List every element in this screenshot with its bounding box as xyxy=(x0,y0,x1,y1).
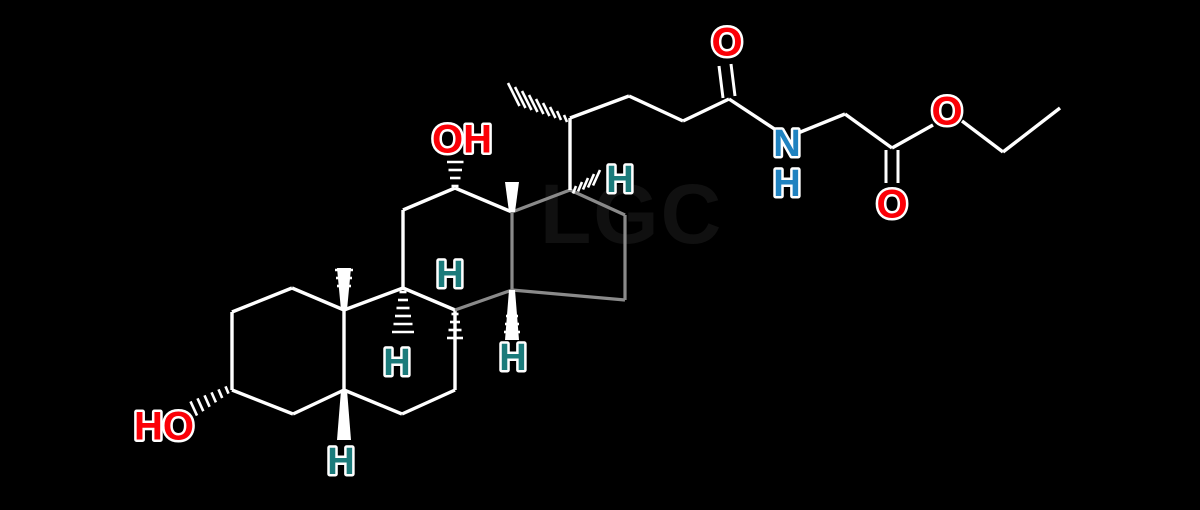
label-stereo-hydrogen-c11: H xyxy=(436,254,463,296)
side-chain xyxy=(568,94,780,190)
bond-ethyl-ch2-ch3 xyxy=(1001,106,1062,154)
ester-carbonyl-double-bond xyxy=(884,150,900,183)
bond-c20-c22 xyxy=(569,94,630,120)
label-3-hydroxy: HO xyxy=(134,405,194,449)
bond-c5-c6 xyxy=(343,388,403,416)
bond-c12-c13 xyxy=(454,186,513,214)
ring-a xyxy=(230,286,346,416)
bond-n-ch2 xyxy=(797,112,846,135)
bond-c17-c16 xyxy=(569,188,626,217)
wedge-c18-methyl xyxy=(505,182,519,212)
carbonyl-line-1 xyxy=(717,65,725,99)
bond-c6-c7 xyxy=(401,388,456,416)
bond-c1-c2 xyxy=(231,286,293,314)
label-stereo-hydrogen-c5: H xyxy=(327,441,354,483)
hash-bond-c8-hydrogen xyxy=(447,312,463,340)
ring-d xyxy=(511,188,627,302)
ring-b xyxy=(343,286,457,416)
glycine-chain xyxy=(797,106,1062,154)
bond-cester-o xyxy=(891,123,934,150)
label-amide-hydrogen: H xyxy=(773,163,800,205)
bond-c23-c24 xyxy=(682,97,730,123)
hash-bond-3-hydroxy xyxy=(189,385,230,417)
bond-c4-c5 xyxy=(292,388,345,416)
ring-c xyxy=(401,186,514,312)
hash-c14-hydrogen xyxy=(504,314,520,334)
bond-ch2-cester xyxy=(844,112,893,150)
bond-c3-c4 xyxy=(231,388,294,416)
bond-c8-c9 xyxy=(402,286,456,312)
label-amide-nitrogen: N xyxy=(773,123,800,165)
label-stereo-hydrogen-c17: H xyxy=(606,159,633,201)
carbonyl-line-2 xyxy=(729,63,737,97)
label-amide-oxygen: O xyxy=(711,21,742,65)
label-stereo-hydrogen-c9: H xyxy=(383,342,410,384)
hash-bond-c21-methyl xyxy=(506,82,569,123)
label-ester-oxygen-double: O xyxy=(876,183,907,227)
bond-c10-c1 xyxy=(291,286,345,312)
hash-bond-c17-hydrogen xyxy=(571,169,602,194)
wedge-c5-hydrogen xyxy=(337,390,351,440)
label-ester-oxygen-single: O xyxy=(931,90,962,134)
amide-carbonyl-double-bond xyxy=(717,63,737,99)
bond-c15-c14 xyxy=(511,288,626,302)
hash-bond-7-hydroxy xyxy=(447,160,464,188)
bond-c24-n xyxy=(728,97,780,134)
wedge-c19-methyl xyxy=(337,268,351,310)
bond-c14-c8 xyxy=(454,288,513,312)
label-stereo-hydrogen-c14: H xyxy=(499,337,526,379)
label-7-hydroxy: OH xyxy=(432,118,492,162)
hash-bond-c9-hydrogen xyxy=(392,290,414,334)
bond-c11-c12 xyxy=(402,186,456,212)
bond-c13-c17 xyxy=(511,188,571,214)
hash-c19-methyl-top xyxy=(335,268,353,288)
bond-c9-c10 xyxy=(343,286,404,312)
bond-o-ethyl-ch2 xyxy=(960,119,1005,154)
bond-c22-c23 xyxy=(628,94,684,123)
